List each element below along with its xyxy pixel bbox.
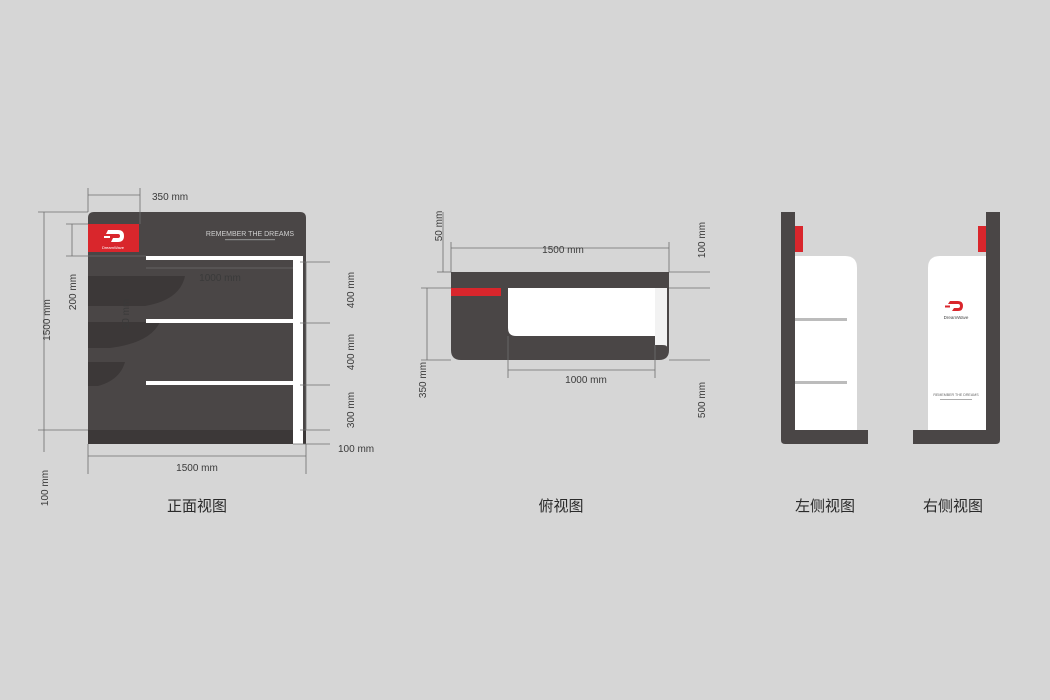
front-dimension-lines xyxy=(38,188,330,474)
right-red-accent xyxy=(978,226,986,252)
top-dim-inner-width: 1000 mm xyxy=(565,375,607,386)
front-base-foot xyxy=(293,430,303,444)
front-shelf-3 xyxy=(146,381,293,385)
top-side-panel xyxy=(655,288,667,347)
top-dim-right-top: 100 mm xyxy=(697,222,708,258)
front-dim-gap-3: 300 mm xyxy=(346,392,357,428)
right-logo-bar xyxy=(945,305,950,308)
front-dim-shelf-thickness: 30 mm xyxy=(121,299,132,330)
front-dim-shelf-length: 1000 mm xyxy=(199,273,241,284)
front-shelf-1 xyxy=(146,256,293,260)
right-side-panel xyxy=(928,256,986,430)
front-dim-top-gap: 200 mm xyxy=(68,274,79,310)
left-shelf-edge-1 xyxy=(795,318,847,321)
top-dim-top-margin: 50 mm xyxy=(434,211,445,242)
left-red-accent xyxy=(795,226,803,252)
top-inner-opening xyxy=(508,288,655,336)
front-dim-total-height: 1500 mm xyxy=(42,299,53,341)
front-decor-wave-1 xyxy=(88,276,185,306)
right-url-line xyxy=(940,399,972,400)
front-url-line xyxy=(225,239,275,241)
front-dim-logo-width: 350 mm xyxy=(152,192,188,203)
left-shelf-edge-2 xyxy=(795,381,847,384)
front-dim-gap-2: 400 mm xyxy=(346,334,357,370)
top-dim-right-bottom: 500 mm xyxy=(697,382,708,418)
top-dim-width: 1500 mm xyxy=(542,245,584,256)
top-dimension-lines xyxy=(421,212,710,378)
front-dim-base-height: 100 mm xyxy=(40,470,51,506)
front-dim-width: 1500 mm xyxy=(176,463,218,474)
left-view: 左侧视图 xyxy=(781,212,868,515)
front-view-caption: 正面视图 xyxy=(167,498,227,515)
top-dim-left-depth: 350 mm xyxy=(418,362,429,398)
front-shelf-2 xyxy=(146,319,293,323)
right-brand-name: DreamWave xyxy=(944,315,969,320)
brand-logo-mark xyxy=(104,230,124,242)
front-dim-side-depth: 100 mm xyxy=(338,444,374,455)
front-dim-gap-1: 400 mm xyxy=(346,272,357,308)
left-shelf-panel xyxy=(795,256,857,430)
left-view-caption: 左侧视图 xyxy=(795,498,855,515)
left-cabinet-frame xyxy=(781,212,868,444)
front-side-panel xyxy=(293,256,303,430)
front-brand-name: DreamWave xyxy=(102,245,125,250)
right-view: DreamWave REMEMBER THE DREAMS 右侧视图 xyxy=(913,212,1000,515)
right-slogan: REMEMBER THE DREAMS xyxy=(933,393,979,397)
top-view-caption: 俯视图 xyxy=(538,498,583,515)
top-red-accent xyxy=(451,288,501,296)
front-slogan: REMEMBER THE DREAMS xyxy=(206,231,294,238)
right-view-caption: 右侧视图 xyxy=(923,498,983,515)
front-decor-wave-3 xyxy=(88,362,125,386)
front-view: DreamWave REMEMBER THE DREAMS xyxy=(38,188,374,515)
right-brand-logo-mark xyxy=(945,301,963,311)
right-cabinet-frame xyxy=(913,212,1000,444)
top-view: 50 mm 1500 mm 100 mm 350 mm 1000 mm 500 … xyxy=(418,211,710,515)
front-decor-wave-2 xyxy=(88,322,160,348)
front-base xyxy=(88,430,306,444)
